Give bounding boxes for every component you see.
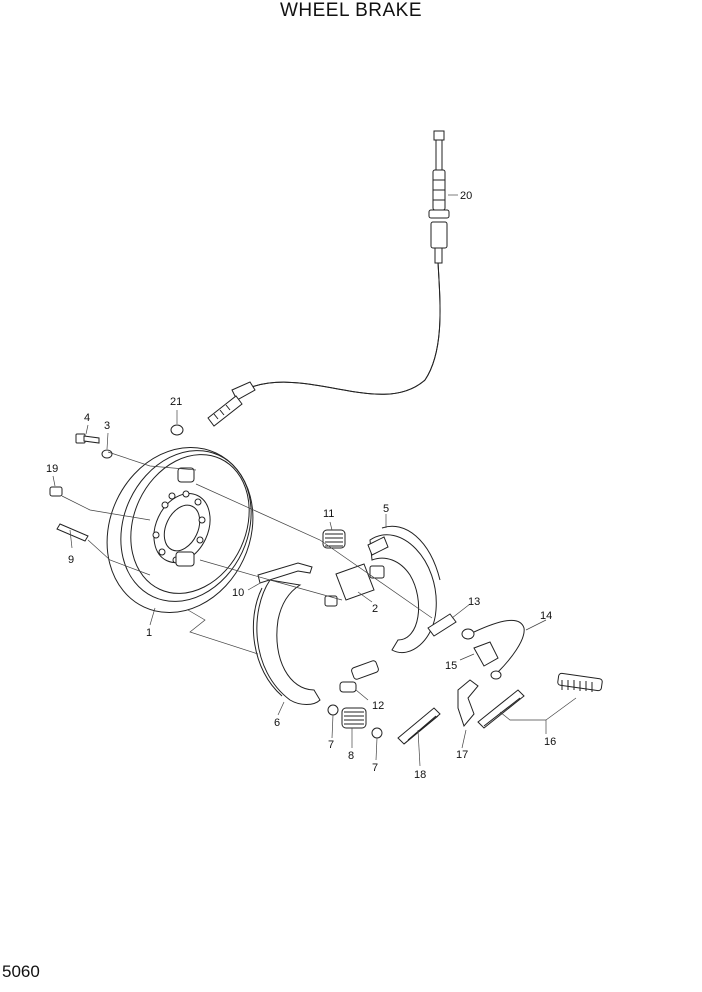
flat-washer bbox=[327, 704, 339, 716]
flat-washer-2 bbox=[371, 727, 383, 739]
callout-labels: 20 21 4 3 19 9 1 11 5 10 2 13 14 15 12 6… bbox=[46, 190, 556, 781]
callout-14: 14 bbox=[540, 610, 552, 622]
callout-18: 18 bbox=[414, 769, 426, 781]
callout-19: 19 bbox=[46, 463, 58, 475]
callout-3: 3 bbox=[104, 420, 110, 432]
hold-down-spring bbox=[341, 707, 367, 729]
callout-10: 10 bbox=[232, 587, 244, 599]
plug bbox=[49, 486, 63, 497]
callout-17: 17 bbox=[456, 749, 468, 761]
callout-7b: 7 bbox=[372, 762, 378, 774]
brake-drum bbox=[106, 446, 254, 614]
return-spring-hook bbox=[461, 619, 525, 673]
callout-6: 6 bbox=[274, 717, 280, 729]
adjuster-springs bbox=[477, 672, 603, 729]
callout-9: 9 bbox=[68, 554, 74, 566]
adjuster-spring bbox=[322, 529, 346, 549]
callout-20: 20 bbox=[460, 190, 472, 202]
pin bbox=[56, 523, 89, 542]
callout-13: 13 bbox=[468, 596, 480, 608]
callout-4: 4 bbox=[84, 412, 90, 424]
guide-plate bbox=[473, 641, 499, 667]
brake-shoe-upper bbox=[367, 525, 441, 654]
callout-16: 16 bbox=[544, 736, 556, 748]
adjuster-link bbox=[257, 562, 313, 584]
callout-1: 1 bbox=[146, 627, 152, 639]
brake-shoe-lower bbox=[252, 579, 321, 705]
wheel-cylinder bbox=[324, 563, 385, 607]
callout-11: 11 bbox=[323, 508, 334, 520]
page-number: 5060 bbox=[2, 962, 40, 981]
callout-15: 15 bbox=[445, 660, 457, 672]
adjuster-plate bbox=[427, 613, 457, 637]
callout-12: 12 bbox=[372, 700, 384, 712]
callout-2: 2 bbox=[372, 603, 378, 615]
adjuster-lever bbox=[457, 679, 479, 728]
bolt bbox=[75, 433, 100, 444]
callout-5: 5 bbox=[383, 503, 389, 515]
callout-21: 21 bbox=[170, 396, 182, 408]
shoe-return-spring bbox=[397, 707, 441, 745]
o-ring bbox=[170, 424, 184, 436]
washer bbox=[101, 449, 113, 459]
page-title: WHEEL BRAKE bbox=[279, 0, 423, 21]
callout-8: 8 bbox=[348, 750, 354, 762]
leader-lines bbox=[52, 194, 577, 767]
callout-7a: 7 bbox=[328, 739, 334, 751]
parking-brake-cable bbox=[207, 130, 450, 427]
adjuster-screw bbox=[339, 660, 379, 693]
